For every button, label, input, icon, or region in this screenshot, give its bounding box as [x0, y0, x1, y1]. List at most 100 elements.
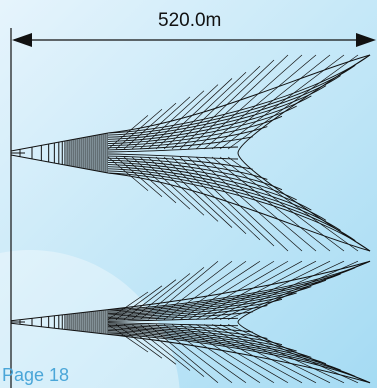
mesh-line-lower: [107, 323, 253, 333]
mesh-line-lower: [107, 326, 283, 346]
mesh-diagonal: [227, 324, 359, 384]
mesh-diagonal: [203, 260, 317, 320]
mesh-line-upper: [107, 311, 253, 321]
mesh-diagonal: [171, 260, 261, 320]
mesh-diagonal: [163, 324, 247, 384]
mesh-diagonal: [131, 96, 191, 150]
funnel-edge-top: [10, 309, 109, 322]
mesh-diagonal: [195, 324, 303, 384]
mesh-line-upper: [107, 85, 327, 140]
mesh-diagonal: [163, 156, 247, 234]
mesh-diagonal: [123, 279, 177, 320]
mesh-line-upper: [107, 305, 268, 320]
funnel-edge-bottom: [10, 154, 109, 174]
mesh-line-lower: [107, 172, 371, 252]
mesh-diagonal: [147, 84, 219, 150]
mesh-diagonal: [123, 324, 177, 365]
arrow-head-left: [12, 33, 32, 47]
mesh-diagonal: [139, 324, 205, 377]
wing-inner-lower: [237, 152, 371, 252]
mesh-diagonal: [227, 260, 359, 320]
mesh-diagonal: [163, 72, 247, 150]
mesh-line-lower: [107, 324, 268, 339]
mesh-diagonal: [155, 260, 233, 320]
wing-edge-lower: [107, 333, 371, 384]
mesh-diagonal: [155, 78, 233, 150]
mesh-diagonal: [115, 324, 163, 359]
mesh-line-lower: [107, 328, 312, 358]
wing-edge-lower: [107, 172, 371, 252]
mesh-diagonal: [107, 115, 149, 150]
trawl-net-upper: [10, 54, 371, 252]
mesh-line-upper: [107, 298, 283, 318]
mesh-diagonal: [187, 156, 289, 252]
mesh-line-lower: [107, 157, 268, 180]
wing-inner-upper: [237, 260, 371, 323]
wing-inner-upper: [237, 54, 371, 154]
mesh-diagonal: [155, 156, 233, 228]
mesh-diagonal: [227, 156, 359, 252]
mesh-diagonal: [131, 273, 191, 320]
mesh-line-upper: [107, 286, 312, 316]
mesh-line-lower: [107, 327, 297, 352]
mesh-diagonal: [203, 156, 317, 252]
mesh-diagonal: [195, 260, 303, 320]
dimension-label: 520.0m: [158, 10, 222, 31]
mesh-diagonal: [203, 324, 317, 384]
mesh-line-lower: [107, 159, 283, 191]
mesh-diagonal: [131, 324, 191, 371]
mesh-diagonal: [139, 90, 205, 150]
mesh-diagonal: [179, 260, 275, 320]
wing-edge-upper: [107, 54, 371, 134]
mesh-diagonal: [227, 54, 359, 150]
mesh-line-lower: [107, 166, 327, 221]
mesh-diagonal: [171, 324, 261, 384]
mesh-line-upper: [107, 115, 283, 147]
trawl-net-lower: [10, 260, 371, 384]
mesh-line-lower: [107, 333, 371, 384]
mesh-diagonal: [219, 324, 345, 384]
mesh-diagonal: [139, 156, 205, 216]
mesh-diagonal: [131, 156, 191, 210]
funnel-edge-bottom: [10, 322, 109, 335]
mesh-line-upper: [107, 260, 371, 311]
mesh-diagonal: [115, 108, 163, 150]
mesh-diagonal: [147, 260, 219, 320]
mesh-diagonal: [219, 54, 345, 150]
mesh-diagonal: [115, 285, 163, 320]
mesh-diagonal: [171, 156, 261, 241]
mesh-diagonal: [107, 291, 149, 320]
mesh-diagonal: [179, 324, 275, 384]
mesh-diagonal: [171, 65, 261, 150]
dimension-line: [10, 28, 376, 388]
mesh-line-lower: [107, 170, 356, 242]
mesh-diagonal: [139, 267, 205, 320]
mesh-diagonal: [155, 324, 233, 384]
mesh-diagonal: [187, 54, 289, 150]
mesh-diagonal: [195, 156, 303, 252]
mesh-diagonal: [195, 54, 303, 150]
arrow-head-right: [356, 33, 376, 47]
mesh-line-upper: [107, 54, 371, 134]
mesh-diagonal: [163, 260, 247, 320]
mesh-diagonal: [211, 156, 331, 252]
mesh-diagonal: [107, 156, 149, 191]
mesh-line-upper: [107, 105, 297, 145]
mesh-diagonal: [211, 260, 331, 320]
funnel-edge-top: [10, 132, 109, 152]
mesh-diagonal: [219, 156, 345, 252]
mesh-diagonal: [203, 54, 317, 150]
mesh-diagonal: [211, 324, 331, 384]
mesh-diagonal: [107, 324, 149, 353]
mesh-line-lower: [107, 161, 297, 201]
mesh-line-upper: [107, 64, 356, 136]
mesh-diagonal: [115, 156, 163, 198]
wing-edge-upper: [107, 260, 371, 311]
mesh-diagonal: [147, 324, 219, 384]
mesh-diagonal: [147, 156, 219, 222]
mesh-line-upper: [107, 126, 268, 149]
mesh-diagonal: [211, 54, 331, 150]
wing-inner-lower: [237, 321, 371, 384]
